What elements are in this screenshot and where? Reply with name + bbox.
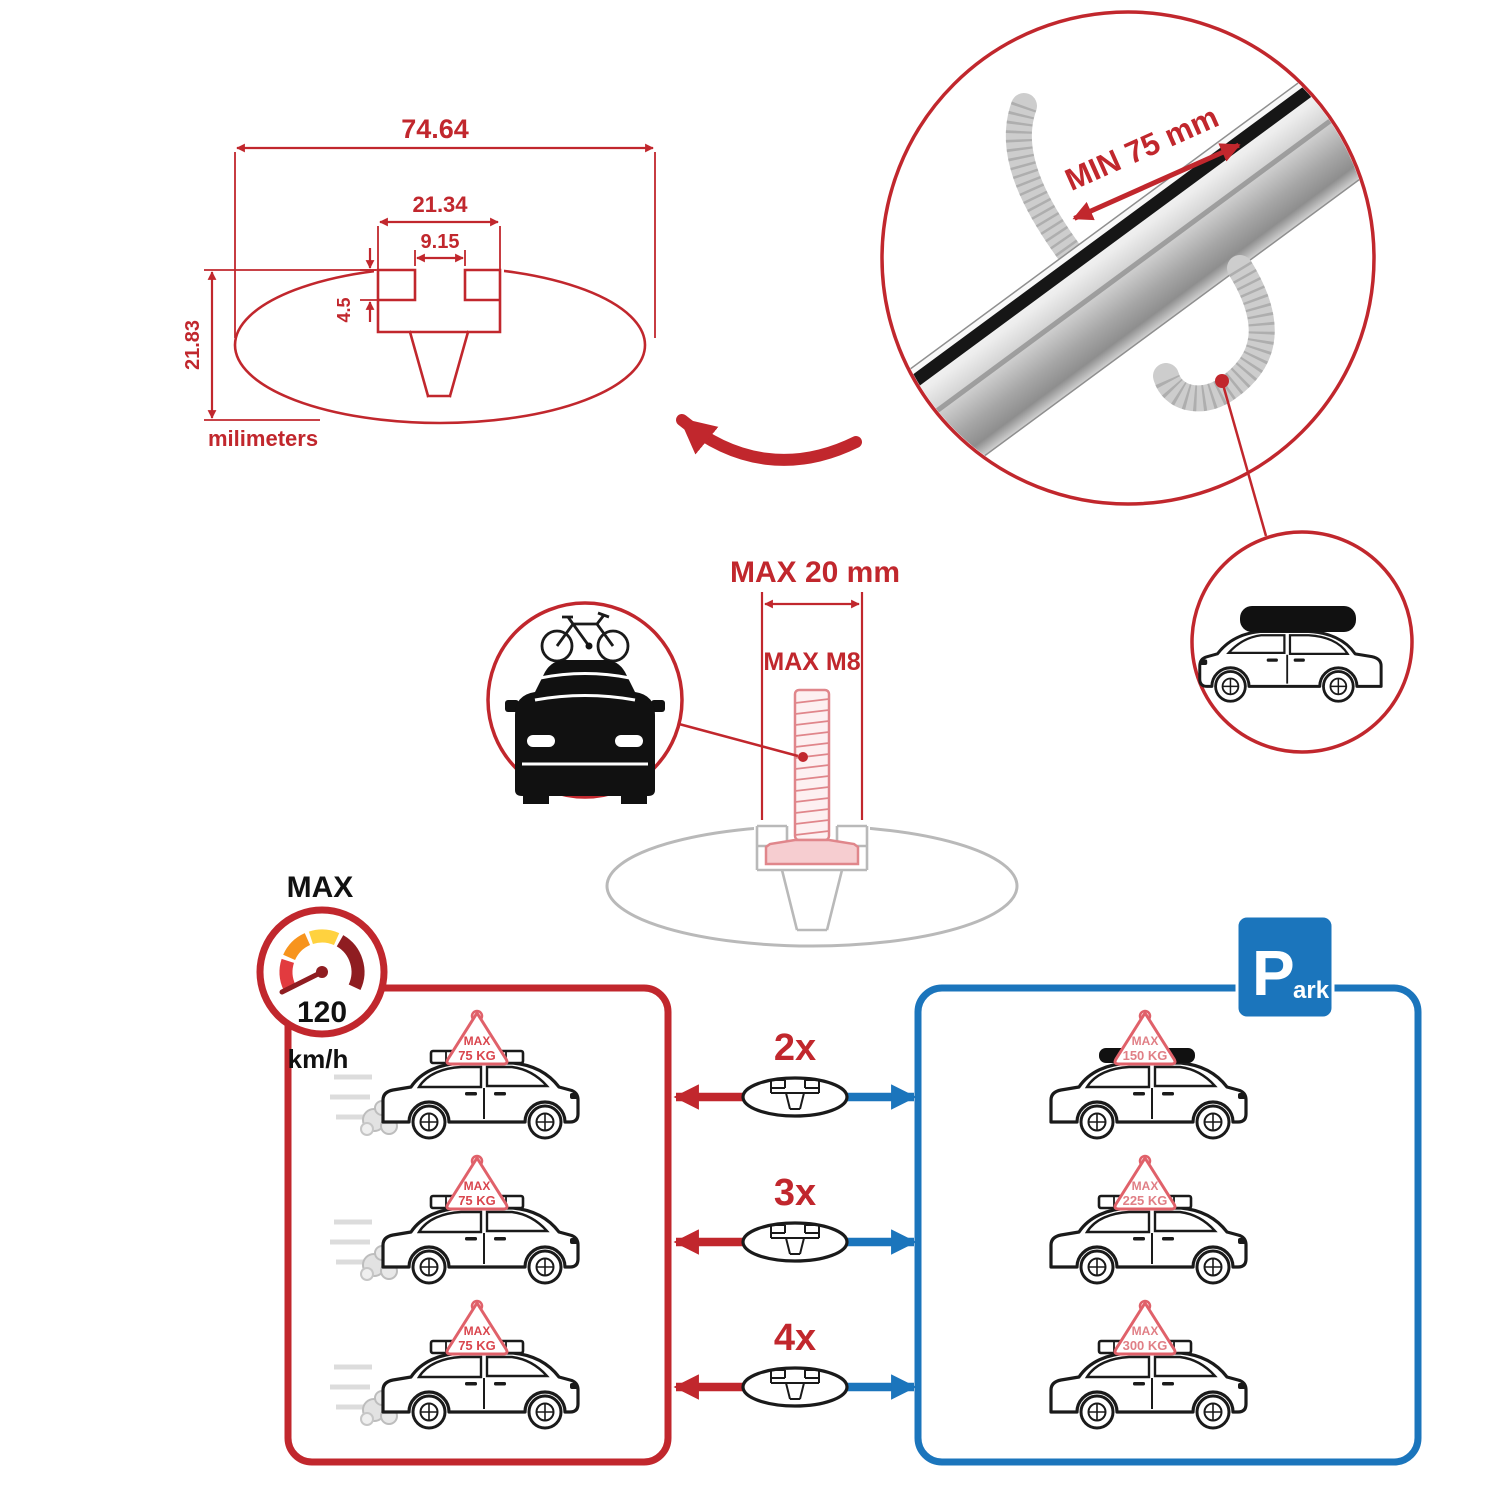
- bolt-head: [764, 838, 860, 866]
- sign-value: 75 KG: [458, 1193, 496, 1208]
- speed-value: 120: [297, 996, 347, 1029]
- bar-end-face: [884, 404, 933, 501]
- parking-sign-rest: ark: [1293, 977, 1330, 1004]
- drive-load-sign: MAX 75 KG: [445, 1154, 509, 1211]
- crossbar-icon: [741, 1366, 849, 1408]
- park-load-sign: MAX 300 KG: [1113, 1299, 1177, 1356]
- bar-closeup: MIN 75 mm: [854, 10, 1414, 754]
- clamp-band-upper: [1005, 93, 1088, 273]
- sign-value: 150 KG: [1123, 1048, 1168, 1063]
- bolt-callout-line: [678, 722, 799, 758]
- gauge-seg-yellow: [308, 929, 340, 946]
- driving-car: [381, 1061, 580, 1140]
- dim-lip-depth: 4.5: [334, 297, 354, 322]
- comparison-row: MAX 75 KG 4x MAX 300 KG: [330, 1299, 1248, 1430]
- parked-car: [1049, 1061, 1248, 1140]
- aluminum-bar: [854, 49, 1372, 501]
- usage-comparison: P ark MAX 120 km/h MAX 75: [256, 871, 1422, 1466]
- gauge-seg-orange: [283, 933, 311, 961]
- parking-box: [914, 984, 1422, 1466]
- pointer-arrow: [676, 414, 862, 466]
- sign-value: 75 KG: [458, 1048, 496, 1063]
- roof-box: [1240, 606, 1356, 632]
- speed-units: km/h: [288, 1044, 349, 1074]
- gauge-seg-red: [279, 958, 296, 990]
- comparison-row: MAX 75 KG 2x MAX 150 KG: [330, 1009, 1248, 1140]
- dim-total-width: 74.64: [401, 114, 469, 144]
- suv-with-roofbox: [1198, 606, 1383, 703]
- sign-title: MAX: [1132, 1179, 1159, 1193]
- multiplier-label: 4x: [774, 1317, 816, 1359]
- units-label: milimeters: [208, 426, 318, 451]
- callout-line: [1220, 380, 1268, 537]
- car-front-view: [505, 660, 665, 804]
- clamp-band-lower-ribs: [1153, 261, 1275, 412]
- multiplier-label: 2x: [774, 1027, 816, 1069]
- dim-slot-inner: 9.15: [421, 231, 460, 253]
- parking-sign: P ark: [1235, 914, 1335, 1020]
- sign-title: MAX: [464, 1179, 491, 1193]
- bolt-diagram: MAX 20 mm MAX M8: [486, 556, 1019, 948]
- sign-title: MAX: [464, 1324, 491, 1338]
- bicycle-icon: [540, 611, 630, 663]
- t-bolt: [764, 688, 860, 866]
- dim-total-height: 21.83: [182, 320, 204, 370]
- bolt-thread-label: MAX M8: [763, 648, 860, 676]
- driving-car: [381, 1351, 580, 1430]
- dim-slot-outer: 21.34: [412, 192, 468, 217]
- end-slot: [854, 404, 875, 425]
- drive-load-sign: MAX 75 KG: [445, 1009, 509, 1066]
- drive-load-sign: MAX 75 KG: [445, 1299, 509, 1356]
- gauge-seg-darkred: [336, 935, 365, 990]
- sign-value: 225 KG: [1123, 1193, 1168, 1208]
- driving-car: [381, 1206, 580, 1285]
- bolt-max-width-label: MAX 20 mm: [730, 556, 900, 589]
- park-load-sign: MAX 150 KG: [1113, 1009, 1177, 1066]
- cross-section-drawing: 74.64 21.34 9.15 4.5 21.83 milimeters: [182, 114, 862, 466]
- speedometer: MAX 120 km/h: [256, 871, 388, 1074]
- sign-title: MAX: [464, 1034, 491, 1048]
- parked-car: [1049, 1351, 1248, 1430]
- bolt-callout-dot: [798, 752, 808, 762]
- profile-mask: [374, 262, 504, 334]
- speed-max-label: MAX: [287, 871, 354, 904]
- rubber-strip: [884, 49, 1363, 420]
- comparison-row: MAX 75 KG 3x MAX 225 KG: [330, 1154, 1248, 1285]
- parking-sign-letter: P: [1252, 937, 1295, 1009]
- sign-title: MAX: [1132, 1324, 1159, 1338]
- park-load-sign: MAX 225 KG: [1113, 1154, 1177, 1211]
- gauge-needle: [279, 969, 325, 995]
- crossbar-icon: [741, 1076, 849, 1118]
- multiplier-label: 3x: [774, 1172, 816, 1214]
- sign-value: 300 KG: [1123, 1338, 1168, 1353]
- driving-box: [284, 984, 672, 1466]
- sign-title: MAX: [1132, 1034, 1159, 1048]
- sign-value: 75 KG: [458, 1338, 496, 1353]
- crossbar-icon: [741, 1221, 849, 1263]
- min-span-arrow: [1072, 142, 1241, 221]
- parked-car: [1049, 1206, 1248, 1285]
